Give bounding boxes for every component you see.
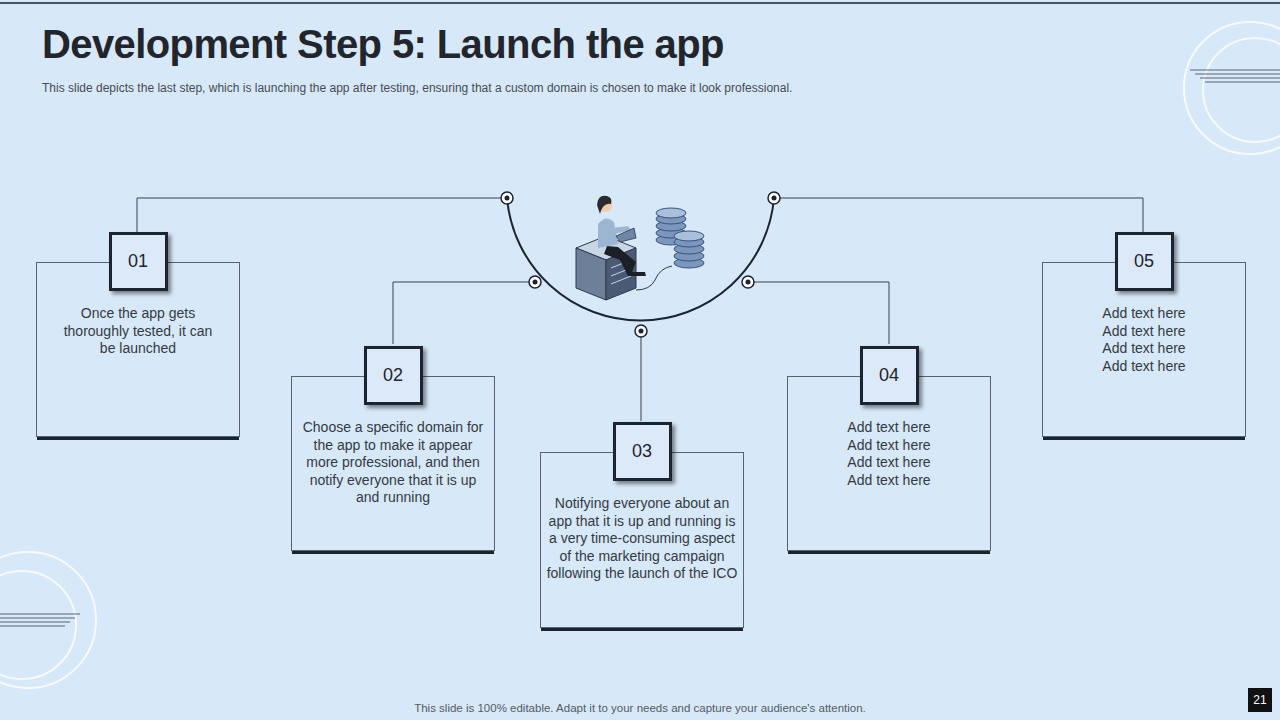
coin <box>674 231 704 241</box>
cable <box>636 266 672 290</box>
laptop <box>616 228 636 242</box>
subtitle: This slide depicts the last step, which … <box>42 81 792 95</box>
arc-dot <box>768 192 780 204</box>
deco-circle <box>1203 38 1280 142</box>
person-legs <box>604 246 646 276</box>
arc-dot <box>635 325 647 337</box>
leader-line <box>748 282 889 344</box>
person-hair <box>597 196 612 214</box>
stripe <box>1200 78 1280 79</box>
slide-title: Development Step 5: Launch the app <box>42 22 724 67</box>
step-number: 04 <box>860 346 919 405</box>
arc-dot-core <box>505 196 510 201</box>
stripe <box>0 626 65 627</box>
page-number-box <box>1248 688 1272 712</box>
step-number: 05 <box>1115 232 1174 291</box>
deco-circle <box>1184 22 1280 154</box>
deco-circle <box>0 552 96 688</box>
stripe <box>1195 74 1280 75</box>
coin-stack <box>674 231 704 268</box>
footer-note: This slide is 100% editable. Adapt it to… <box>414 702 866 714</box>
step-number: 03 <box>613 422 672 481</box>
stripe <box>1205 82 1280 83</box>
leader-lines <box>137 198 1143 421</box>
arc-dot-core <box>639 329 644 334</box>
step-number: 02 <box>364 346 423 405</box>
step-box: 05Add text here Add text here Add text h… <box>1042 262 1246 437</box>
page-number: 21 <box>1253 693 1266 707</box>
step-text: Notifying everyone about an app that it … <box>545 495 740 583</box>
step-number: 01 <box>109 232 168 291</box>
deco-circles <box>0 22 1280 688</box>
deco-circle <box>0 571 76 679</box>
step-box: 02Choose a specific domain for the app t… <box>291 376 495 551</box>
server-side <box>576 248 606 300</box>
arc-dot <box>529 276 541 288</box>
stripe <box>0 618 75 619</box>
arc-dots <box>501 192 780 337</box>
arc-dot <box>501 192 513 204</box>
arc-dot-core <box>772 196 777 201</box>
leader-line <box>137 198 507 232</box>
arc-dot <box>742 276 754 288</box>
step-box: 04Add text here Add text here Add text h… <box>787 376 991 551</box>
coin <box>656 208 686 218</box>
server-slot <box>611 276 631 284</box>
arc-dot-core <box>746 280 751 285</box>
illustration <box>576 196 704 300</box>
arc-dot-core <box>533 280 538 285</box>
step-text: Add text here Add text here Add text her… <box>839 419 939 489</box>
stripe <box>0 622 70 623</box>
step-box: 03Notifying everyone about an app that i… <box>540 452 744 628</box>
leader-line <box>641 331 642 421</box>
deco-stripes <box>0 70 1280 626</box>
step-text: Choose a specific domain for the app to … <box>302 419 484 507</box>
step-box: 01Once the app gets thoroughly tested, i… <box>36 262 240 437</box>
step-text: Add text here Add text here Add text her… <box>1094 305 1194 375</box>
stripe <box>1190 70 1280 71</box>
leader-line <box>393 282 535 344</box>
top-rule <box>0 2 1280 4</box>
leader-line <box>774 198 1143 232</box>
hub-arc <box>507 198 774 320</box>
stripe <box>0 614 80 615</box>
step-text: Once the app gets thoroughly tested, it … <box>56 305 221 358</box>
